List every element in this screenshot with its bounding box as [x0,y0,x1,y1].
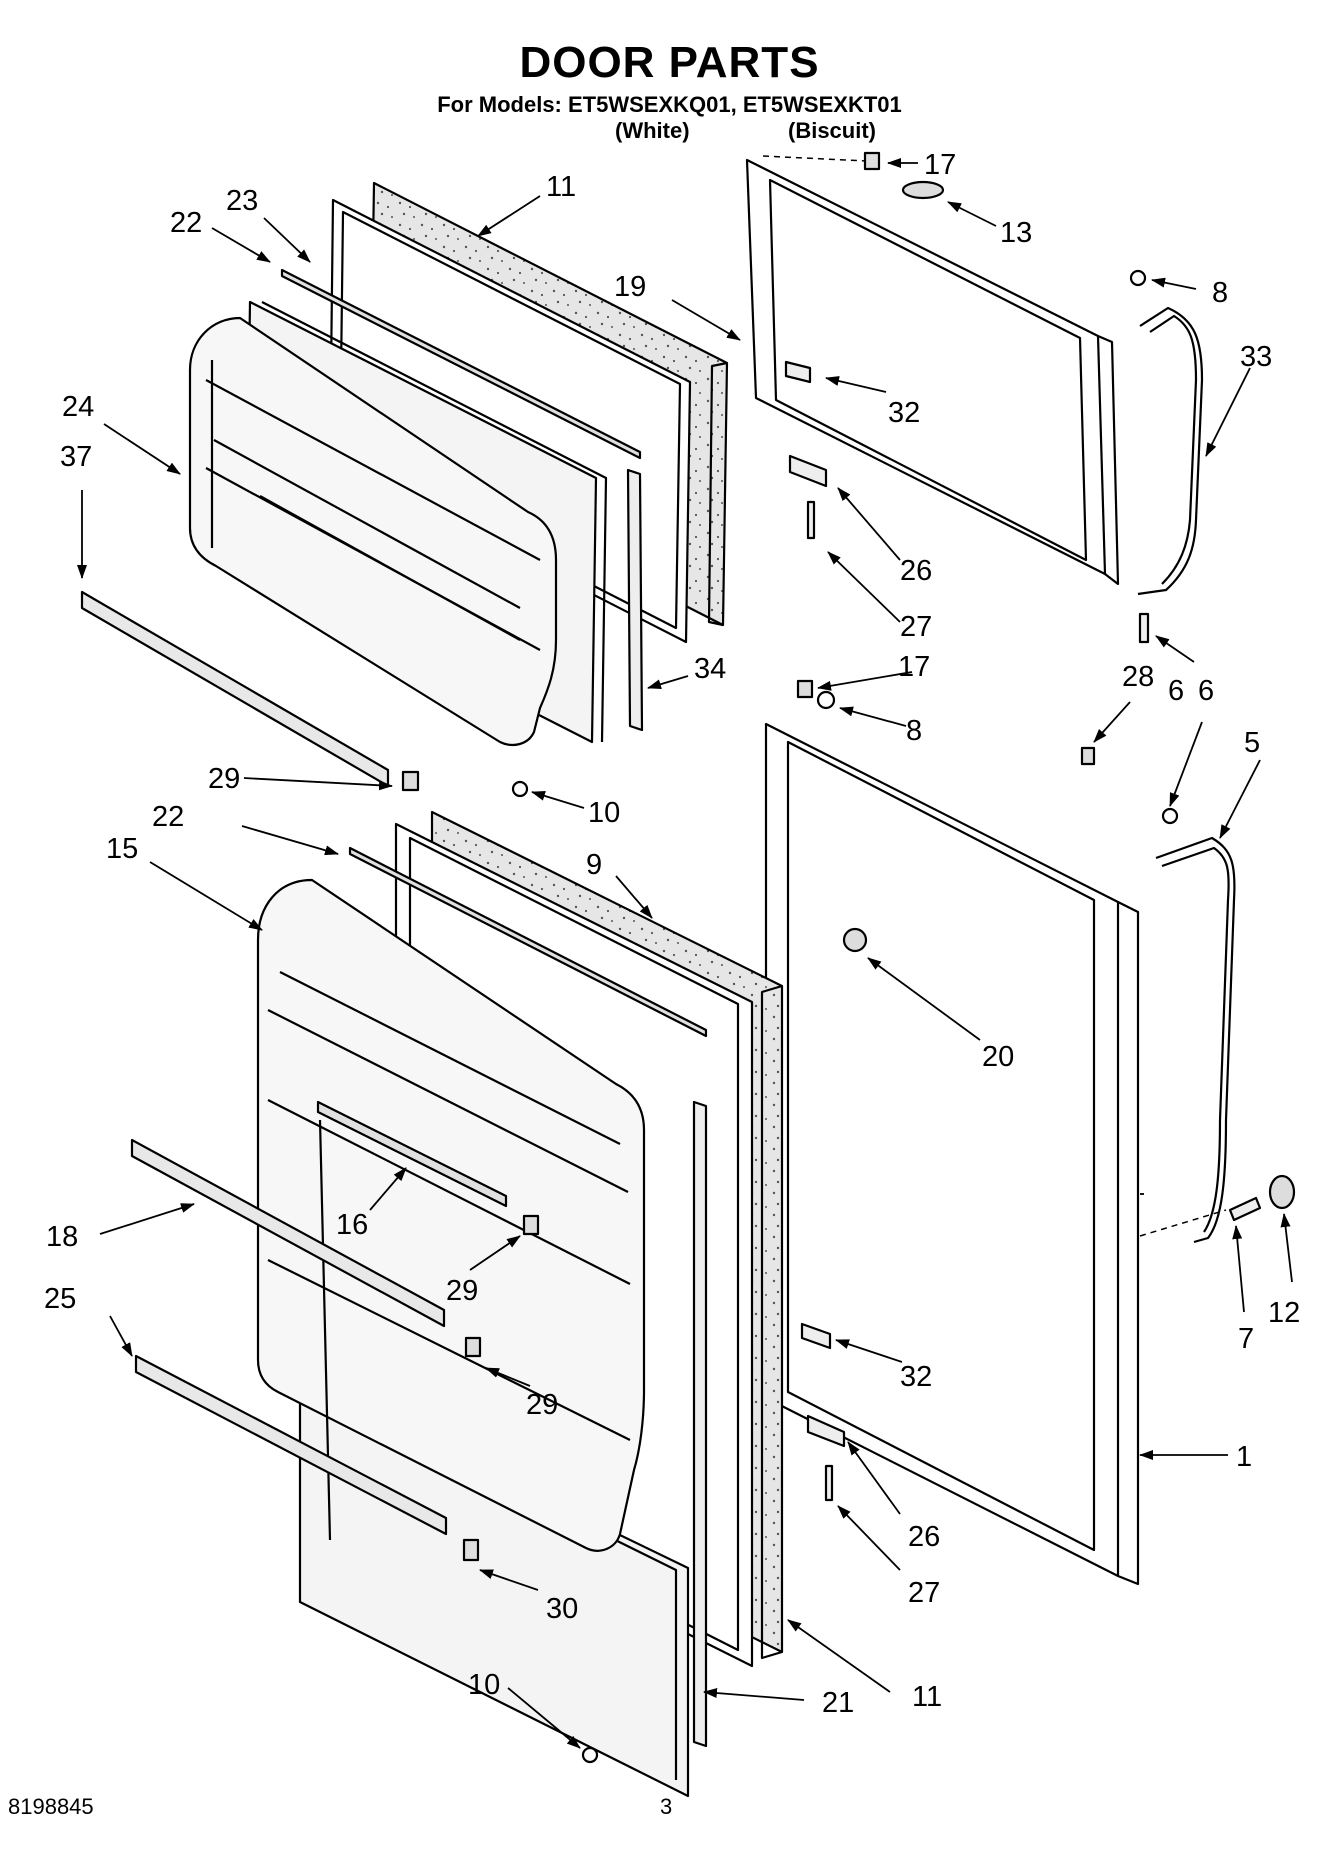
variant-white: (White) [615,118,690,143]
fresh-food-outer-door [764,722,1120,1578]
callout-11-freezer-insulation: 11 [546,171,576,203]
callout-11-fresh-insulation: 11 [912,1681,942,1713]
callout-32-lower: 32 [900,1361,932,1393]
callout-33: 33 [1240,341,1272,373]
document-number: 8198845 [8,1794,94,1819]
callout-30: 30 [546,1593,578,1625]
leader-arrows [77,158,1293,1749]
callout-28: 28 [1122,661,1154,693]
callout-13: 13 [1000,217,1032,249]
freezer-door-outer [745,151,1204,644]
callout-8-top: 8 [1212,277,1228,309]
callout-12: 12 [1268,1297,1300,1329]
callout-5: 5 [1244,727,1260,759]
callout-22-freezer: 22 [170,207,202,239]
callout-15: 15 [106,833,138,865]
fresh-food-door-outer [764,679,1296,1586]
door-shelf-bar-18 [130,1138,446,1328]
callout-34: 34 [694,653,726,685]
freezer-door-liner [188,316,558,747]
freezer-handle [1137,306,1204,596]
freezer-door-assembly [80,181,729,798]
page-title: DOOR PARTS [519,38,820,87]
callout-10-fresh: 10 [468,1669,500,1701]
callout-19: 19 [614,271,646,303]
callout-22-fresh: 22 [152,801,184,833]
callout-17-mid: 17 [898,651,930,683]
fresh-food-hinge-strip [692,1100,708,1748]
callout-27-lower: 27 [908,1577,940,1609]
callout-21: 21 [822,1687,854,1719]
callout-9: 9 [586,849,602,881]
page-number: 3 [660,1794,673,1819]
callout-6-top: 6 [1168,675,1184,707]
callout-37: 37 [60,441,92,473]
callout-6-mid: 6 [1198,675,1214,707]
models-line: For Models: ET5WSEXKQ01, ET5WSEXKT01 [437,92,902,117]
callout-27-top: 27 [900,611,932,643]
callout-10-freezer: 10 [588,797,620,829]
callout-1: 1 [1236,1441,1252,1473]
callout-32-top: 32 [888,397,920,429]
callout-17-top: 17 [924,149,956,181]
callout-18: 18 [46,1221,78,1253]
callout-29-freezer: 29 [208,763,240,795]
callout-20: 20 [982,1041,1014,1073]
callout-25: 25 [44,1283,76,1315]
freezer-hinge-strip [626,468,644,732]
callout-7: 7 [1238,1323,1254,1355]
door-shelf-bar-25 [134,1354,448,1536]
callout-29-shelf: 29 [446,1275,478,1307]
fresh-food-handle [1155,836,1236,1244]
callout-23: 23 [226,185,258,217]
callout-26-lower: 26 [908,1521,940,1553]
callout-26-top: 26 [900,555,932,587]
fresh-food-door-assembly [130,810,784,1798]
callout-16: 16 [336,1209,368,1241]
callout-8-mid: 8 [906,715,922,747]
variant-biscuit: (Biscuit) [788,118,876,143]
callout-29-lower: 29 [526,1389,558,1421]
callout-24: 24 [62,391,94,423]
